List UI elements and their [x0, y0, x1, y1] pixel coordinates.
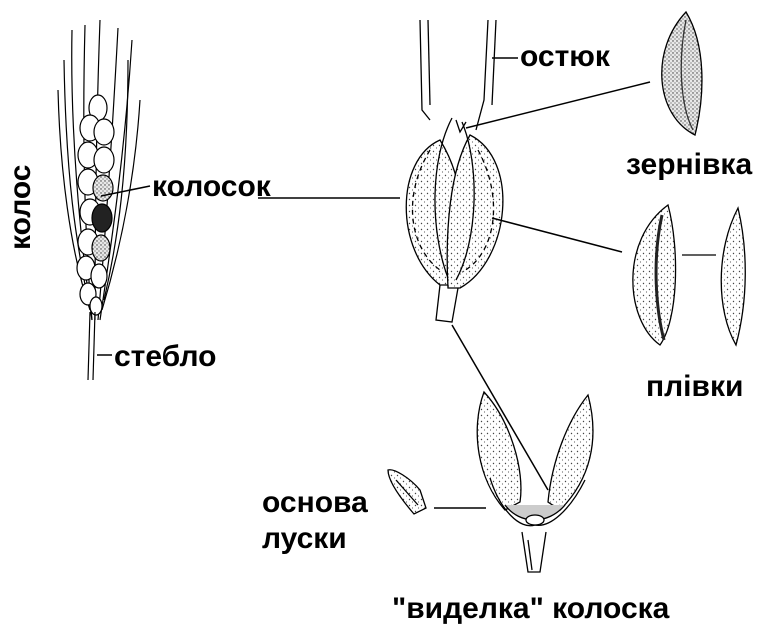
scale-base-drawing — [388, 470, 426, 514]
label-awn: остюк — [520, 42, 610, 72]
label-spikelet: колосок — [152, 172, 271, 202]
label-ear: колос — [6, 165, 36, 250]
leader-caryopsis — [466, 82, 650, 128]
label-husks: плівки — [646, 372, 743, 402]
spikelet-drawing — [406, 20, 503, 322]
husks-drawing — [633, 205, 745, 345]
caryopsis-drawing — [662, 12, 702, 135]
wheat-ear-drawing — [58, 20, 140, 380]
leader-husks — [492, 218, 622, 252]
label-scale-base-line2: луски — [262, 524, 347, 554]
label-spikelet-fork: "виделка" колоска — [392, 594, 669, 624]
label-caryopsis: зернівка — [626, 150, 752, 180]
label-stem: стебло — [114, 342, 216, 372]
label-scale-base-line1: основа — [262, 488, 368, 518]
spikelet-fork-drawing — [477, 392, 593, 572]
